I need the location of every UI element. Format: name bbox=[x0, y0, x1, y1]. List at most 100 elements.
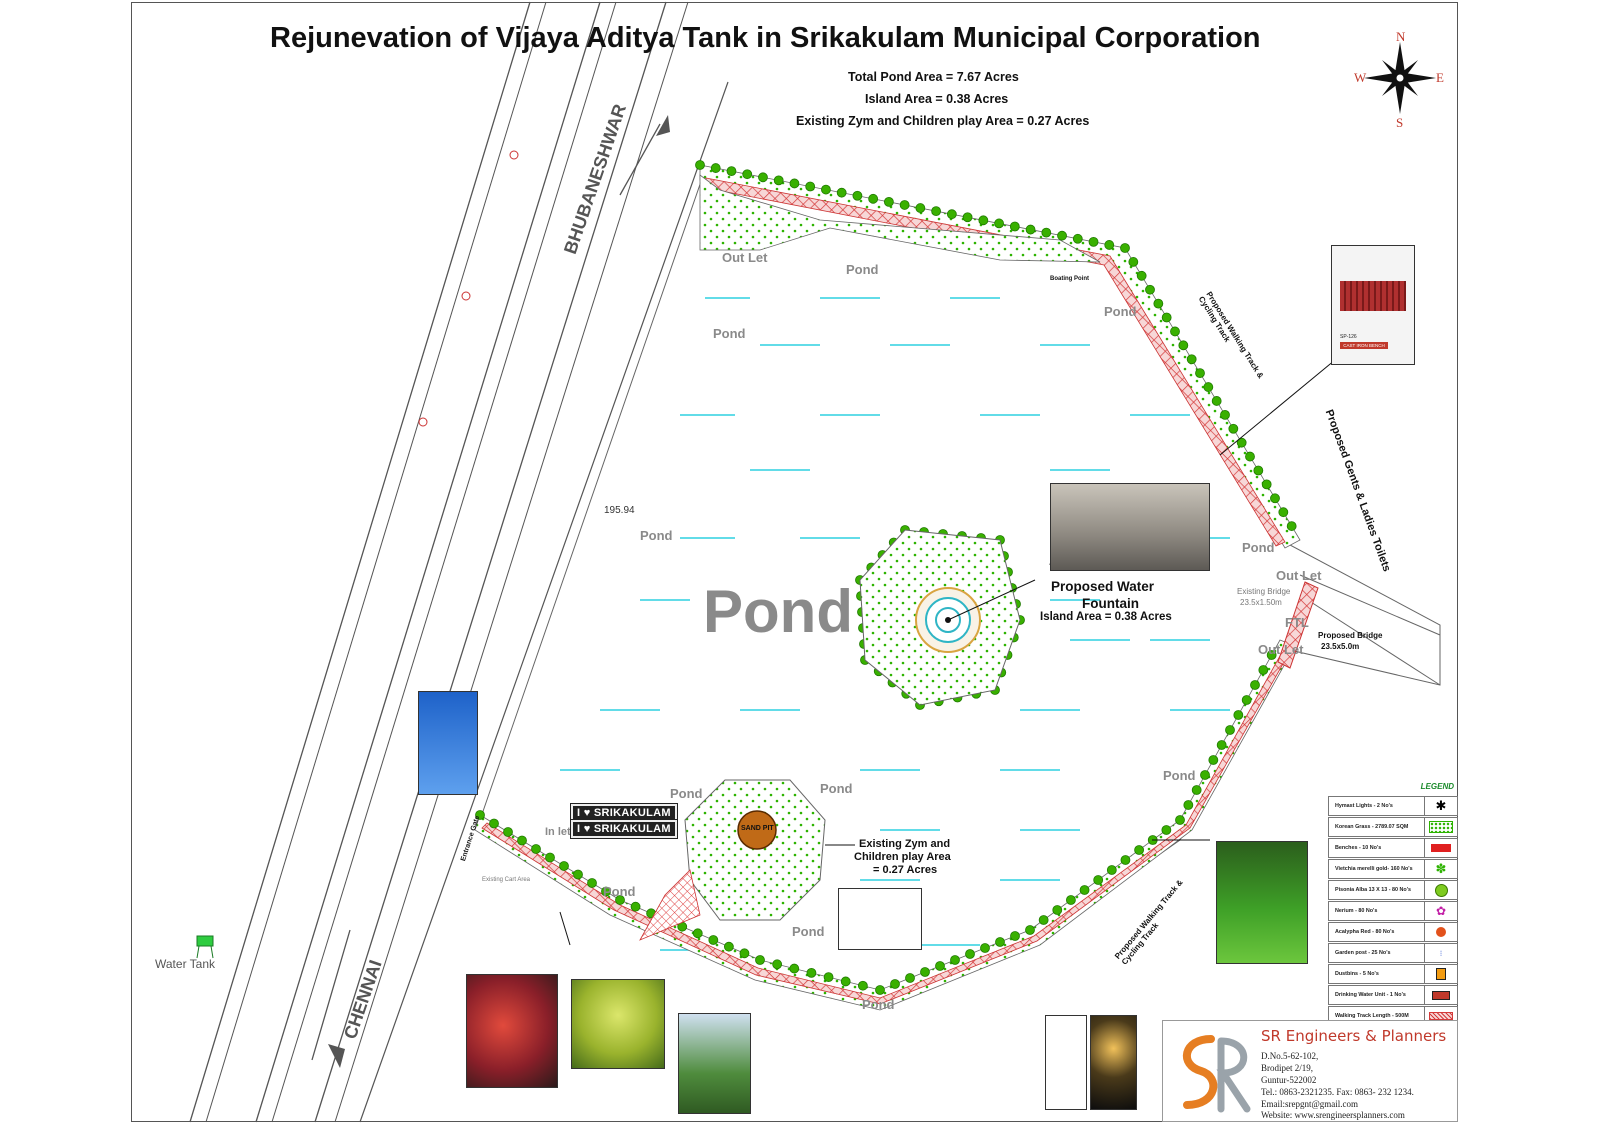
pond-label: Pond bbox=[846, 262, 879, 277]
shrub-icon bbox=[995, 937, 1005, 947]
legend-row: Korean Grass - 2789.07 SQM bbox=[1328, 817, 1458, 837]
gym-area-stat: Existing Zym and Children play Area = 0.… bbox=[796, 114, 1090, 128]
existing-cart-label: Existing Cart Area bbox=[482, 877, 531, 883]
shrub-icon bbox=[723, 941, 734, 952]
shrub-icon bbox=[1066, 895, 1076, 905]
shrub-icon bbox=[755, 955, 765, 965]
shrub-icon bbox=[899, 200, 910, 210]
shrub-icon bbox=[1104, 240, 1115, 250]
shrub-icon bbox=[1228, 423, 1239, 434]
shrub-icon bbox=[805, 181, 816, 192]
shrub-icon bbox=[840, 976, 851, 987]
company-phone: Tel.: 0863-2321235. Fax: 0863- 232 1234. bbox=[1261, 1087, 1414, 1097]
shrub-icon bbox=[601, 886, 611, 897]
shrub-icon bbox=[545, 852, 555, 863]
shrub-icon bbox=[1025, 925, 1035, 935]
shrub-icon bbox=[1250, 680, 1260, 690]
legend-label: Korean Grass - 2789.07 SQM bbox=[1335, 824, 1409, 830]
shrub-icon bbox=[708, 935, 719, 945]
outlet-label: Out Let bbox=[1258, 642, 1304, 657]
shrub-icon bbox=[868, 193, 879, 204]
shrub-icon bbox=[695, 160, 705, 170]
shrub-icon bbox=[1186, 354, 1197, 365]
shrub-icon bbox=[692, 928, 703, 939]
shrub-icon bbox=[1041, 227, 1052, 238]
legend-label: Benches - 10 No's bbox=[1335, 845, 1382, 851]
shrub-icon bbox=[1200, 770, 1210, 780]
shrub-icon bbox=[905, 973, 915, 983]
shrub-icon bbox=[1153, 298, 1164, 309]
boating-point-label: Boating Point bbox=[1050, 276, 1089, 282]
legend-label: Acalypha Red - 80 No's bbox=[1335, 929, 1395, 935]
shrub-icon bbox=[1134, 845, 1144, 855]
proposed-bridge-label: Proposed Bridge bbox=[1318, 631, 1383, 640]
shrub-icon bbox=[1236, 437, 1247, 448]
bench-caption: CAST IRON BENCH bbox=[1340, 342, 1388, 349]
garden-post-icon: ⁝ bbox=[1439, 948, 1443, 958]
legend-row: Pisonia Alba 13 X 13 - 80 No's bbox=[1328, 880, 1458, 900]
shrub-icon bbox=[1183, 800, 1194, 810]
shrub-icon bbox=[1286, 521, 1297, 531]
legend-label: Nerium - 80 No's bbox=[1335, 908, 1378, 914]
pond-label: Pond bbox=[1163, 768, 1196, 783]
shrub-icon bbox=[821, 184, 831, 195]
existing-bridge-size: 23.5x1.50m bbox=[1240, 598, 1282, 607]
shrub-icon bbox=[1261, 479, 1272, 490]
shrub-icon bbox=[573, 869, 583, 880]
shrub-icon bbox=[475, 810, 485, 820]
existing-bridge-label: Existing Bridge bbox=[1237, 587, 1291, 596]
shrub-icon bbox=[935, 961, 945, 971]
legend-row: Benches - 10 No's bbox=[1328, 838, 1458, 858]
north-arrow-shaft bbox=[619, 123, 661, 196]
shrub-icon bbox=[890, 979, 900, 989]
nerium-icon: ✿ bbox=[1435, 904, 1447, 918]
shrub-icon bbox=[1191, 785, 1202, 795]
shrub-icon bbox=[615, 895, 625, 905]
company-address: Guntur-522002 bbox=[1261, 1075, 1317, 1085]
shrub-icon bbox=[1120, 243, 1130, 253]
outlet-label: Out Let bbox=[722, 250, 768, 265]
shrub-icon bbox=[1270, 493, 1280, 504]
gym-label: Existing Zym and bbox=[859, 838, 951, 850]
legend-label: Pisonia Alba 13 X 13 - 80 No's bbox=[1335, 887, 1411, 893]
shrub-icon bbox=[1266, 650, 1277, 660]
outlet-label: Out Let bbox=[1276, 568, 1322, 583]
pond-label: Pond bbox=[1104, 304, 1137, 319]
bench-icon bbox=[1431, 844, 1451, 852]
legend-row: Acalypha Red - 80 No's bbox=[1328, 922, 1458, 942]
shrub-icon bbox=[1072, 233, 1083, 244]
company-email: Email:srepgnt@gmail.com bbox=[1261, 1099, 1359, 1109]
shrub-icon bbox=[950, 955, 960, 965]
shrub-icon bbox=[1145, 284, 1155, 295]
sand-pit-label: SAND PIT bbox=[741, 825, 774, 832]
company-name: SR Engineers & Planners bbox=[1261, 1027, 1447, 1045]
shrub-icon bbox=[531, 844, 541, 854]
shrub-icon bbox=[1009, 221, 1020, 232]
shrub-icon bbox=[1258, 665, 1269, 675]
gym-label-2: Children play Area bbox=[854, 851, 951, 863]
compass-icon bbox=[1364, 42, 1436, 114]
highway bbox=[189, 1, 729, 1123]
company-address: D.No.5-62-102, bbox=[1261, 1051, 1319, 1061]
pond-label: Pond bbox=[820, 781, 853, 796]
shrub-icon bbox=[980, 943, 990, 953]
shrub-icon bbox=[965, 949, 975, 959]
shrub-icon bbox=[517, 835, 527, 846]
ftl-label: FTL bbox=[1285, 615, 1309, 630]
drinking-water-icon bbox=[1432, 990, 1450, 1000]
legend-label: Drinking Water Unit - 1 No's bbox=[1335, 992, 1406, 998]
pond-label: Pond bbox=[862, 997, 895, 1012]
company-address: Brodipet 2/19, bbox=[1261, 1063, 1313, 1073]
shrub-icon bbox=[1241, 695, 1252, 705]
shrub-icon bbox=[1170, 326, 1180, 337]
lawn-photo bbox=[1216, 841, 1308, 964]
shrub-icon bbox=[710, 163, 721, 173]
shrub-icon bbox=[1136, 270, 1147, 281]
bench-code: SP-126 bbox=[1340, 334, 1357, 340]
water-tank-icon bbox=[196, 935, 214, 959]
shrub-icon bbox=[1128, 257, 1139, 267]
shrub-icon bbox=[587, 878, 597, 888]
hymast-light-icon: ✱ bbox=[1435, 798, 1447, 813]
shrub-icon bbox=[1161, 312, 1172, 323]
pisonia-photo bbox=[571, 979, 665, 1069]
